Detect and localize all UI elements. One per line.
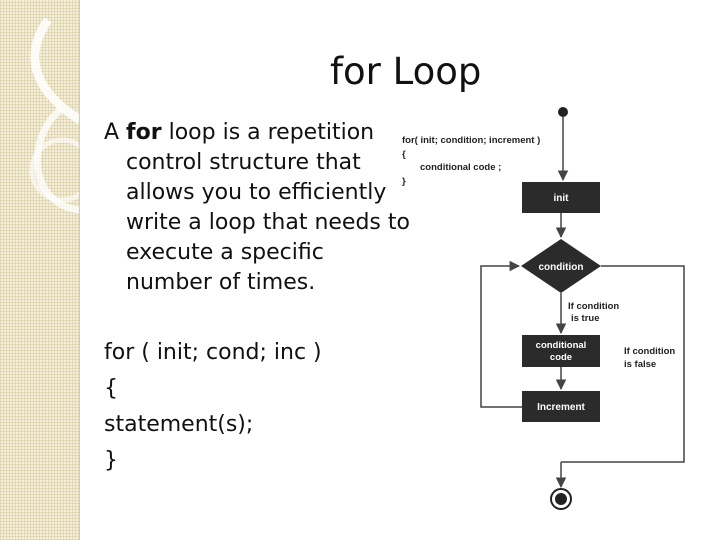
condition-label: condition [539, 262, 584, 273]
slide-title: for Loop [330, 50, 482, 93]
syntax-line-2: { [402, 149, 406, 160]
conditional-code-box [522, 335, 600, 367]
sidebar-divider [79, 0, 80, 540]
description-paragraph: A for loop is a repetition control struc… [104, 118, 416, 298]
para-keyword: for [126, 120, 162, 145]
init-label: init [554, 193, 570, 204]
para-prefix: A [104, 120, 127, 145]
false-label-line-1: If condition [624, 346, 675, 357]
decorative-swirl [29, 17, 80, 214]
syntax-line-3: conditional code ; [420, 162, 501, 173]
arrow-condition-false [561, 265, 685, 463]
syntax-code-block: for ( init; cond; inc ) { statement(s); … [104, 335, 322, 479]
conditional-code-label-1: conditional [536, 340, 587, 351]
false-label-line-2: is false [624, 359, 656, 370]
code-line: { [104, 376, 118, 401]
true-label-line-1: If condition [568, 301, 619, 312]
arrow-loop-back [480, 260, 522, 408]
decorative-sidebar [0, 0, 80, 540]
para-rest: loop is a repetition control structure t… [126, 120, 410, 295]
for-loop-flowchart: for( init; condition; increment ) { cond… [402, 107, 685, 510]
end-node [555, 493, 567, 505]
true-label-line-2: is true [571, 313, 600, 324]
start-node [558, 107, 568, 117]
conditional-code-label-2: code [550, 352, 572, 363]
syntax-line-1: for( init; condition; increment ) [402, 135, 540, 146]
increment-box [522, 391, 600, 422]
code-line: } [104, 448, 118, 473]
increment-label: Increment [537, 402, 585, 413]
code-line: statement(s); [104, 412, 254, 437]
syntax-line-4: } [402, 176, 406, 187]
code-line: for ( init; cond; inc ) [104, 340, 322, 365]
end-node-ring [550, 488, 572, 510]
condition-diamond [521, 239, 601, 293]
init-box [522, 182, 600, 213]
